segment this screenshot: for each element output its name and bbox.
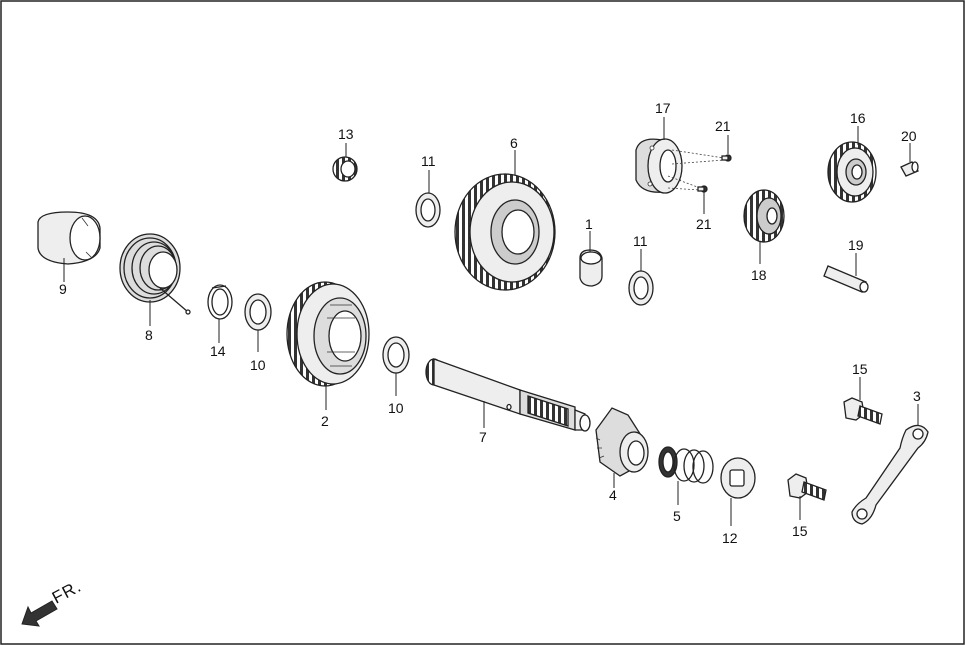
part-14-snap-ring	[207, 284, 233, 320]
part-16-gear	[827, 141, 877, 203]
callout-21-upper: 21	[715, 118, 731, 134]
callout-11-left: 11	[421, 153, 436, 169]
callout-7: 7	[479, 429, 487, 445]
part-12-guide-plate	[720, 457, 756, 499]
part-8-kick-spring	[119, 233, 191, 315]
callout-3: 3	[913, 388, 921, 404]
part-2-driven-gear	[286, 281, 370, 387]
part-21-screw-upper	[671, 149, 732, 165]
part-15-bolt-lower	[787, 473, 827, 501]
callout-9: 9	[59, 281, 67, 297]
part-11-washer-right	[628, 270, 654, 306]
arrow-icon	[21, 600, 58, 627]
part-10-washer-right	[382, 336, 410, 374]
part-6-large-gear	[454, 173, 556, 291]
callout-20: 20	[901, 128, 917, 144]
callout-21-lower: 21	[696, 216, 712, 232]
callout-6: 6	[510, 135, 518, 151]
callout-15-lower: 15	[792, 523, 808, 539]
part-4-ratchet	[595, 407, 649, 477]
callout-10-left: 10	[250, 357, 266, 373]
callout-5: 5	[673, 508, 681, 524]
part-11-washer-left	[415, 192, 441, 228]
part-17-clutch-housing	[635, 138, 683, 194]
callout-16: 16	[850, 110, 866, 126]
callout-11-right: 11	[633, 233, 648, 249]
callout-18: 18	[751, 267, 767, 283]
part-13-needle-bearing	[332, 156, 358, 182]
part-18-bevel-gear	[743, 189, 785, 243]
callout-8: 8	[145, 327, 153, 343]
part-3-stopper-plate	[851, 424, 929, 525]
part-10-washer-left	[244, 293, 272, 331]
callout-2: 2	[321, 413, 329, 429]
callout-14: 14	[210, 343, 226, 359]
callout-15-upper: 15	[852, 361, 868, 377]
part-15-bolt-upper	[843, 397, 883, 425]
callout-10-right: 10	[388, 400, 404, 416]
callout-17: 17	[655, 100, 671, 116]
part-1-bush	[579, 249, 603, 287]
part-20-dowel-pin	[900, 161, 919, 177]
part-7-spindle	[425, 358, 591, 432]
part-19-shaft	[823, 265, 869, 293]
part-9-sleeve	[37, 211, 101, 265]
callout-12: 12	[722, 530, 738, 546]
callout-1: 1	[585, 216, 593, 232]
part-5-ratchet-spring	[658, 446, 714, 484]
callout-19: 19	[848, 237, 864, 253]
callout-4: 4	[609, 487, 617, 503]
callout-13: 13	[338, 126, 354, 142]
